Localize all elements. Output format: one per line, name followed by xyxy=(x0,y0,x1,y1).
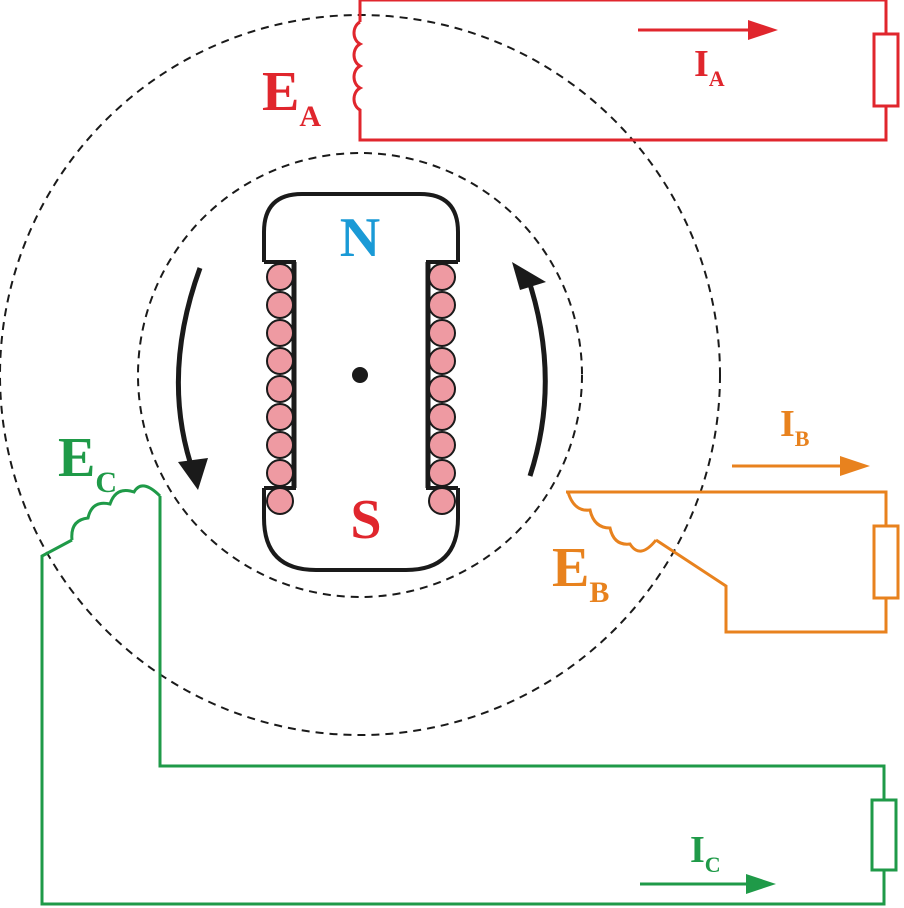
phase-a-load-resistor xyxy=(872,32,900,108)
winding-turn xyxy=(266,347,294,375)
winding-turn xyxy=(428,459,456,487)
winding-turn xyxy=(428,431,456,459)
phase-a-circuit xyxy=(352,0,900,142)
winding-turn xyxy=(266,291,294,319)
winding-turn xyxy=(428,291,456,319)
winding-turn xyxy=(428,347,456,375)
phase-a-current-label: IA xyxy=(694,43,725,91)
phase-b-load-resistor xyxy=(872,524,900,600)
rotor-bottom-cap xyxy=(262,488,460,572)
phase-c-winding xyxy=(70,484,162,541)
phase-b-circuit xyxy=(566,464,900,634)
rotor-left-winding xyxy=(266,263,294,515)
phase-a-emf-label: EA xyxy=(262,61,321,133)
rotation-arrow-right xyxy=(523,270,548,477)
winding-turn xyxy=(266,319,294,347)
winding-turn xyxy=(428,263,456,291)
winding-turn xyxy=(428,487,456,515)
winding-turn xyxy=(266,375,294,403)
phase-a-winding xyxy=(352,20,364,122)
winding-turn xyxy=(428,375,456,403)
north-pole-label: N xyxy=(340,207,380,269)
phase-c-circuit xyxy=(40,484,898,906)
winding-turn xyxy=(266,459,294,487)
winding-turn xyxy=(266,431,294,459)
rotor-circle xyxy=(137,152,583,598)
phase-b-emf-label: EB xyxy=(552,537,609,609)
phase-b-winding xyxy=(566,491,658,553)
south-pole-label: S xyxy=(350,489,381,551)
winding-turn xyxy=(428,403,456,431)
rotor-right-winding xyxy=(428,263,456,515)
rotor xyxy=(262,192,460,572)
phase-c-emf-label: EC xyxy=(58,427,117,499)
winding-turn xyxy=(266,263,294,291)
winding-turn xyxy=(266,403,294,431)
rotation-arrow-left xyxy=(175,267,203,479)
rotor-axis-dot xyxy=(352,367,368,383)
winding-turn xyxy=(266,487,294,515)
rotor-top-cap xyxy=(262,192,460,262)
phase-b-current-label: IB xyxy=(780,403,810,451)
phase-c-current-label: IC xyxy=(690,829,721,877)
phase-c-load-resistor xyxy=(870,798,898,872)
winding-turn xyxy=(428,319,456,347)
